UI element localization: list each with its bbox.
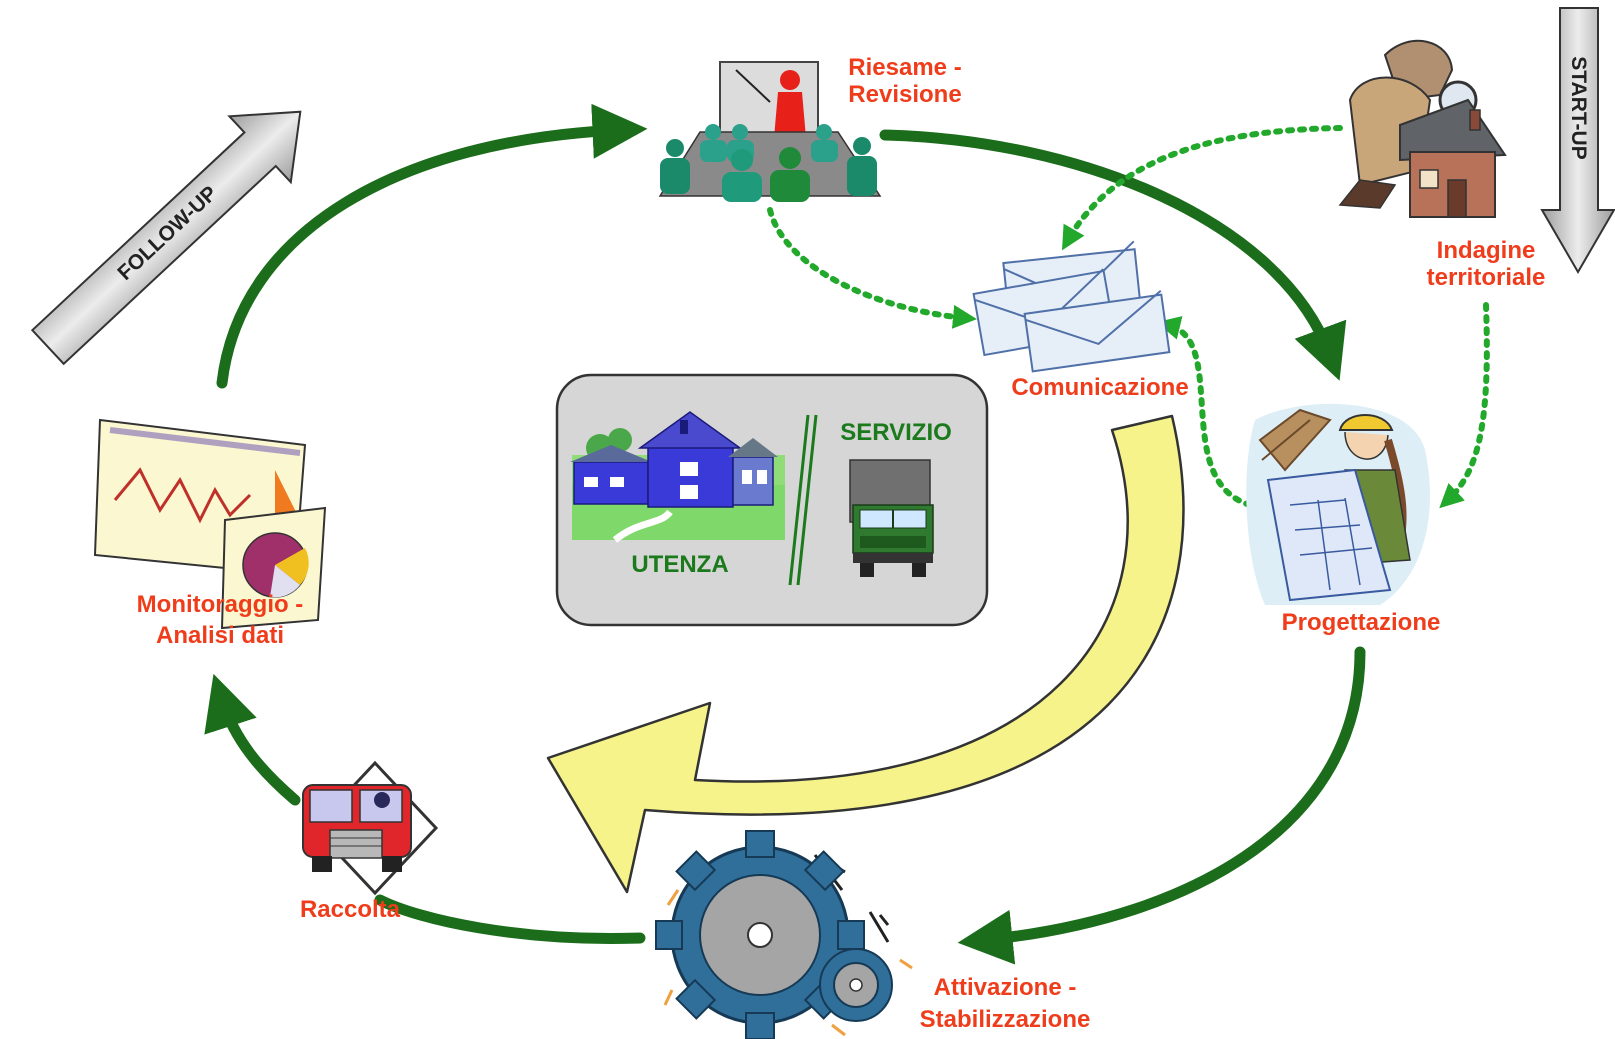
follow-up-label: FOLLOW-UP: [113, 182, 221, 285]
indagine-label-line1: Indagine: [1437, 237, 1536, 264]
utenza-label: UTENZA: [631, 551, 728, 578]
central-yellow-arrow: [546, 414, 1185, 894]
houses-icon: [570, 411, 785, 543]
center-box: [555, 373, 989, 627]
meeting-presentation-icon: [658, 61, 882, 202]
start-up-arrow: [1540, 7, 1615, 274]
dotted-indagine-to-comunicazione: [1061, 125, 1343, 251]
attivazione-label-line1: Attivazione -: [934, 974, 1077, 1001]
dotted-indagine-to-progettazione: [1439, 302, 1490, 509]
detective-house-icon: [1338, 39, 1507, 218]
follow-up-arrow: [30, 110, 302, 366]
arrow-raccolta-to-monitoraggio: [204, 673, 301, 806]
servizio-label: SERVIZIO: [840, 419, 952, 446]
arrow-monitoraggio-to-riesame: [216, 103, 648, 389]
service-truck-icon: [849, 459, 934, 577]
comunicazione-label: Comunicazione: [1011, 374, 1188, 401]
attivazione-label-line2: Stabilizzazione: [920, 1006, 1091, 1033]
progettazione-label: Progettazione: [1282, 609, 1441, 636]
center-divider: [788, 414, 810, 586]
monitoraggio-label-line2: Analisi dati: [156, 622, 284, 649]
riesame-label-line2: Revisione: [848, 81, 961, 108]
start-up-label: START-UP: [1567, 56, 1590, 159]
dotted-riesame-to-comunicazione: [767, 207, 977, 329]
riesame-label-line1: Riesame -: [848, 54, 961, 81]
charts-icon: [93, 418, 327, 630]
monitoraggio-label-line1: Monitoraggio -: [137, 591, 304, 618]
engineer-blueprint-icon: [1246, 403, 1430, 605]
arrow-attivazione-to-raccolta: [374, 894, 646, 944]
envelopes-icon: [972, 240, 1171, 373]
dotted-arrows: [767, 125, 1490, 509]
arrow-progettazione-to-attivazione: [957, 646, 1366, 965]
gears-icon: [655, 830, 913, 1039]
dotted-progettazione-to-comunicazione: [1156, 316, 1253, 508]
raccolta-label: Raccolta: [300, 896, 401, 923]
indagine-label-line2: territoriale: [1427, 264, 1546, 291]
collection-truck-icon: [302, 760, 439, 896]
cycle-arrows: [204, 103, 1366, 965]
arrow-riesame-to-progettazione: [879, 129, 1347, 381]
